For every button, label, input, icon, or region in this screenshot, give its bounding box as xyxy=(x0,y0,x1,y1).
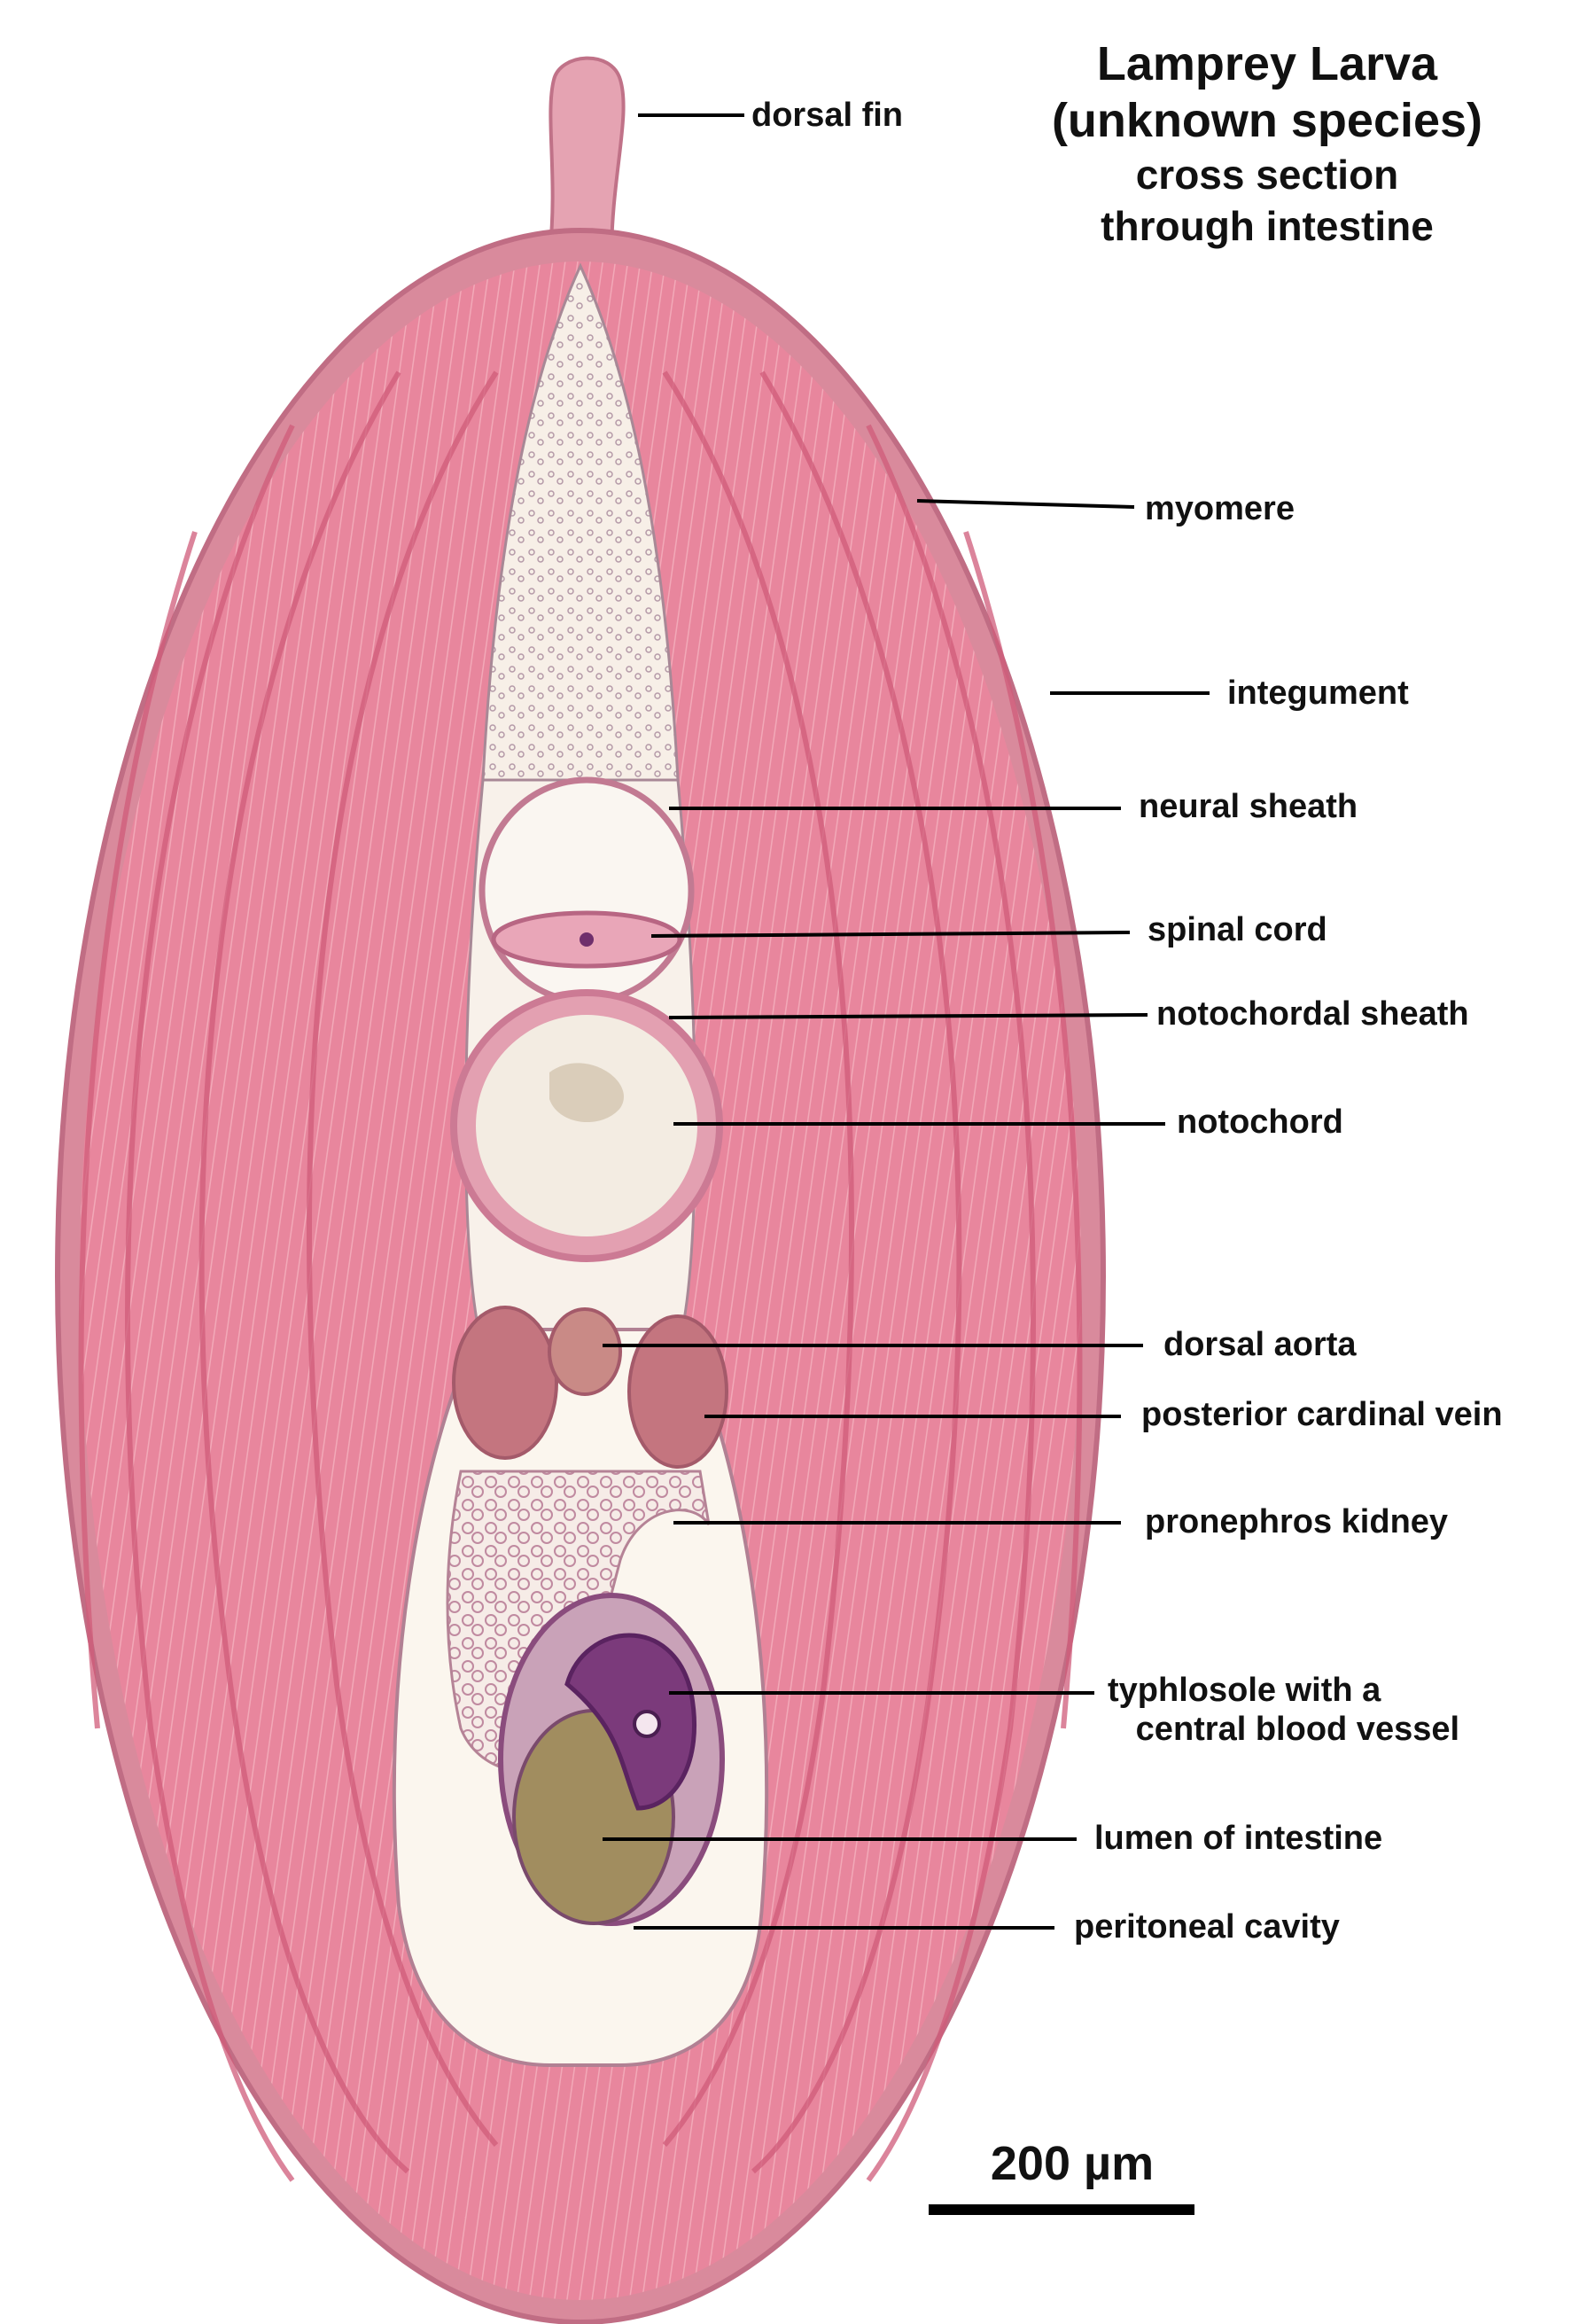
label-notochordal-sheath: notochordal sheath xyxy=(1156,995,1469,1033)
leader-lines xyxy=(603,113,1210,1930)
notochord-vacuole xyxy=(549,1063,624,1123)
title-line-2: (unknown species) xyxy=(1051,94,1483,147)
notochord-shape xyxy=(476,1015,697,1236)
label-spinal-cord: spinal cord xyxy=(1148,911,1327,948)
dorsal-fin-shape xyxy=(547,56,626,259)
label-posterior-cardinal-vein: posterior cardinal vein xyxy=(1141,1396,1503,1433)
posterior-cardinal-vein-right xyxy=(627,1314,728,1469)
typhlosole-shape xyxy=(564,1633,696,1811)
title-line-4: through intestine xyxy=(1101,203,1434,249)
label-pronephros-kidney: pronephros kidney xyxy=(1145,1503,1449,1540)
label-dorsal-fin: dorsal fin xyxy=(751,97,904,134)
central-blood-vessel xyxy=(633,1710,661,1738)
dorsal-aorta-shape xyxy=(548,1307,622,1396)
label-notochord: notochord xyxy=(1177,1104,1343,1141)
myosepta xyxy=(78,370,1083,2182)
title-line-3: cross section xyxy=(1135,152,1399,198)
label-dorsal-aorta: dorsal aorta xyxy=(1163,1326,1357,1363)
title-line-1: Lamprey Larva xyxy=(1096,37,1438,90)
scale-bar-label: 200 µm xyxy=(990,2137,1155,2190)
label-myomere: myomere xyxy=(1145,490,1295,527)
label-peritoneal-cavity: peritoneal cavity xyxy=(1074,1908,1340,1946)
central-canal xyxy=(580,932,594,947)
figure-title: Lamprey Larva (unknown species) cross se… xyxy=(957,35,1577,252)
label-lumen-of-intestine: lumen of intestine xyxy=(1094,1820,1383,1857)
label-typhlosole: typhlosole with a central blood vessel xyxy=(1108,1672,1460,1748)
label-neural-sheath: neural sheath xyxy=(1139,788,1358,825)
posterior-cardinal-vein-left xyxy=(452,1306,558,1460)
label-integument: integument xyxy=(1227,675,1409,712)
